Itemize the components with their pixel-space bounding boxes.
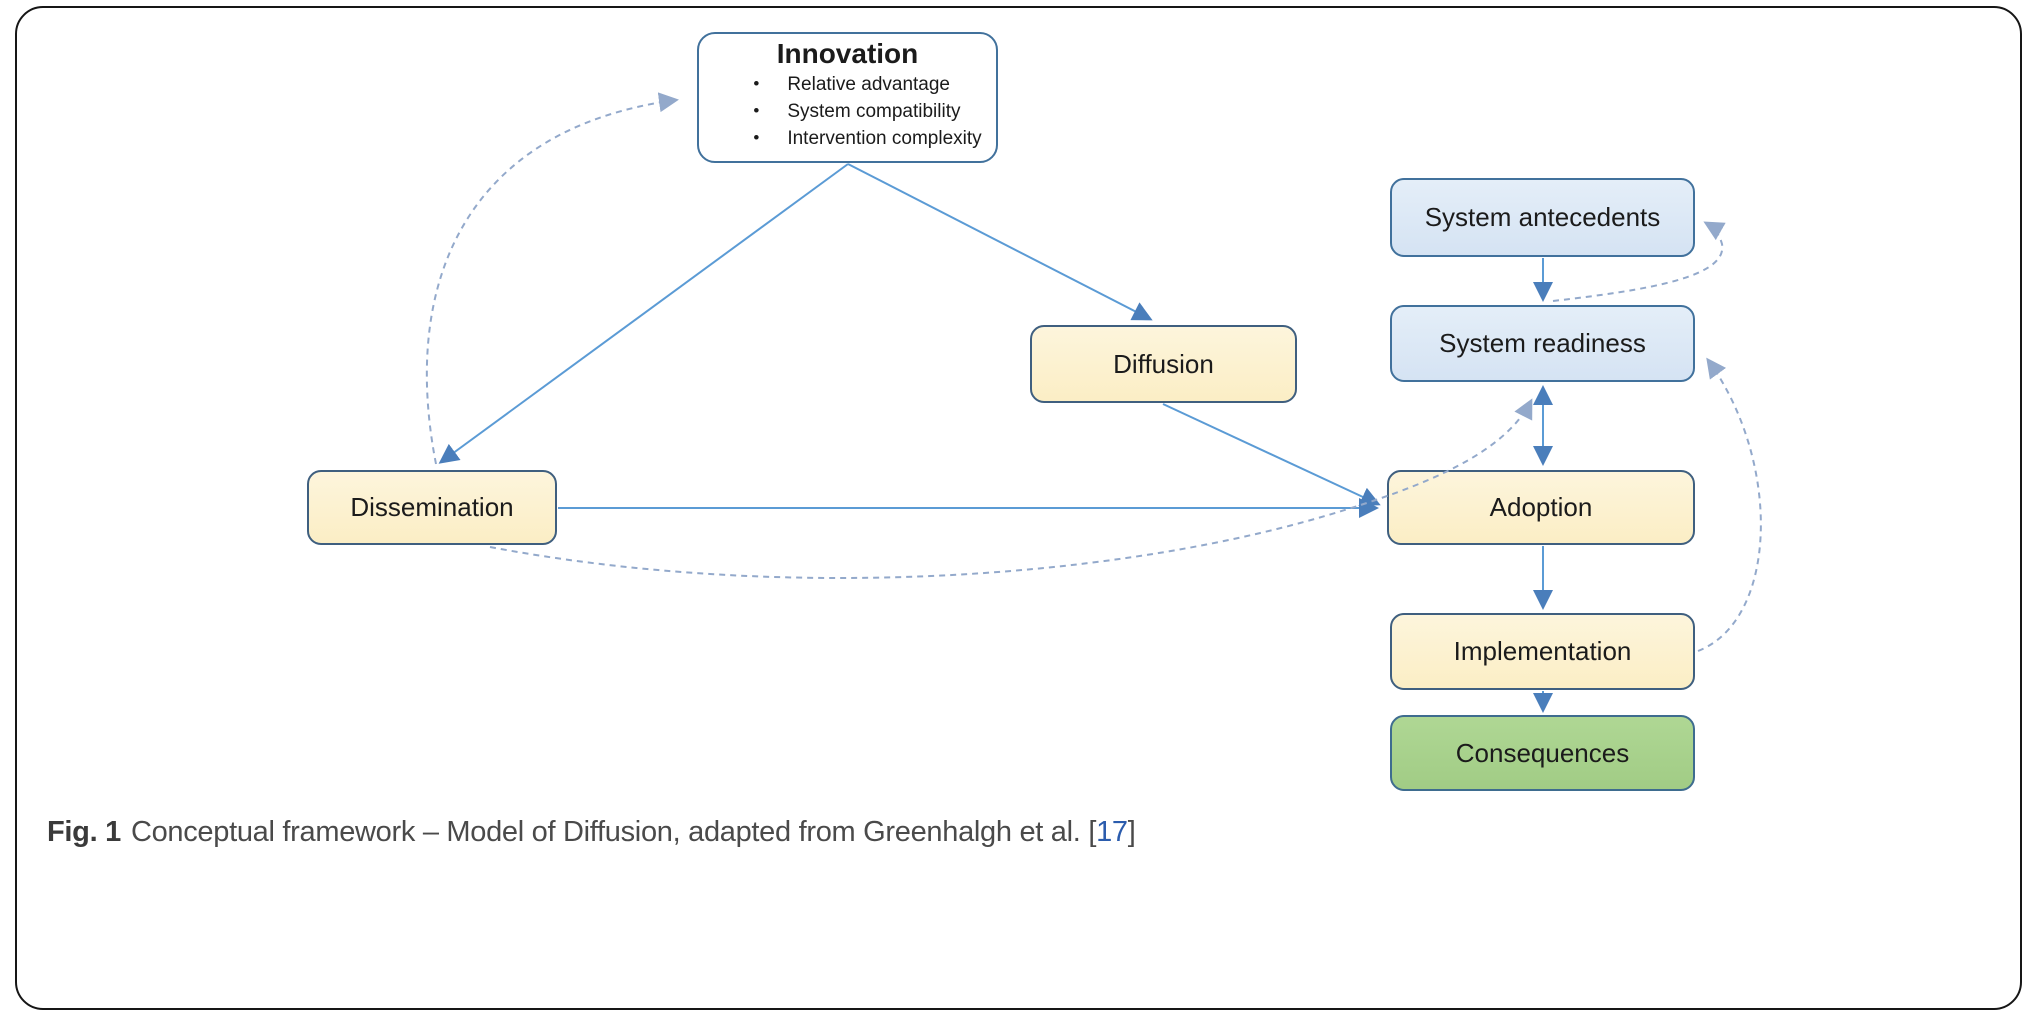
edge-implementation-to-system-readiness-dashed-arrow (1697, 357, 1762, 652)
edges-layer (425, 92, 1762, 713)
figure-caption-text: Conceptual framework – Model of Diffusio… (130, 816, 1081, 848)
node-diffusion: Diffusion (1030, 325, 1297, 403)
edge-innovation-to-dissemination-arrow (438, 163, 849, 464)
node-consequences: Consequences (1390, 715, 1695, 791)
node-dissemination: Dissemination (307, 470, 557, 545)
node-innovation: Innovation Relative advantage System com… (697, 32, 998, 163)
node-adoption-label: Adoption (1489, 492, 1593, 522)
citation-link[interactable]: 17 (1096, 816, 1128, 848)
edge-diffusion-to-adoption-arrow (1162, 403, 1381, 506)
node-system-antecedents: System antecedents (1390, 178, 1695, 257)
edge-dissemination-to-innovation-dashed-arrow (425, 92, 679, 465)
node-innovation-bullet-list: Relative advantage System compatibility … (713, 72, 981, 153)
citation-bracket-open: [ (1088, 816, 1097, 848)
figure-caption: Fig. 1 Conceptual framework – Model of Di… (47, 816, 1547, 849)
node-implementation: Implementation (1390, 613, 1695, 690)
node-dissemination-label: Dissemination (350, 492, 514, 522)
edge-innovation-to-diffusion-arrow (847, 163, 1153, 321)
diagram-canvas: Innovation Relative advantage System com… (0, 0, 2029, 841)
node-diffusion-label: Diffusion (1113, 348, 1214, 379)
bullet-system-compatibility: System compatibility (753, 99, 981, 126)
citation-bracket-close: ] (1127, 816, 1136, 848)
node-system-readiness: System readiness (1390, 305, 1695, 382)
node-adoption: Adoption (1387, 470, 1695, 545)
node-system-antecedents-label: System antecedents (1424, 202, 1661, 232)
figure-caption-label: Fig. 1 (47, 816, 121, 848)
node-innovation-title: Innovation (776, 38, 919, 69)
bullet-relative-advantage: Relative advantage (753, 72, 981, 99)
node-system-readiness-label: System readiness (1439, 328, 1646, 358)
edge-dissemination-to-system-readiness-dashed-arrow (489, 398, 1533, 579)
node-implementation-label: Implementation (1453, 636, 1632, 666)
node-consequences-label: Consequences (1455, 737, 1630, 768)
bullet-intervention-complexity: Intervention complexity (753, 126, 981, 153)
